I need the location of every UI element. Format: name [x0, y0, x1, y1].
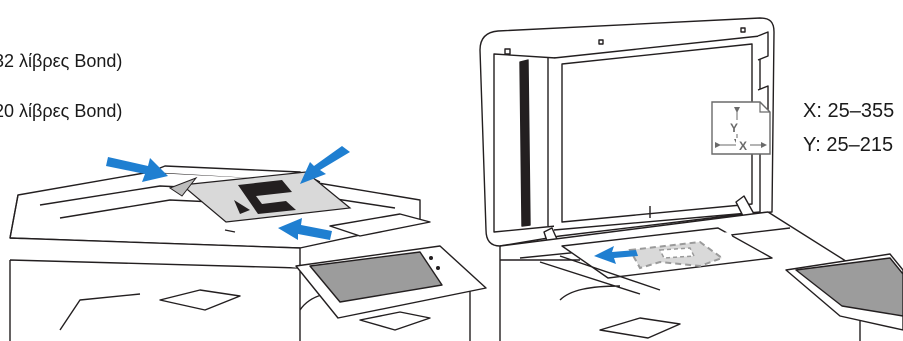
paper-size-icon: Y X: [711, 101, 771, 155]
document-on-glass: [606, 232, 742, 272]
paper-weight-label-1: 32 λίβρες Bond): [0, 51, 123, 71]
axis-x-label: X: [739, 139, 747, 153]
dimension-x-label: X: 25–355: [803, 100, 895, 122]
axis-y-label: Y: [730, 121, 738, 135]
scanner-lid: [479, 17, 775, 251]
original-document: [168, 171, 352, 223]
placement-direction-arrow: [594, 246, 638, 264]
feed-direction-arrow-right: [300, 146, 350, 184]
feed-direction-arrow-left: [106, 157, 168, 182]
feed-direction-arrow-bottom: [278, 218, 332, 240]
paper-weight-label-2: 20 λίβρες Bond): [0, 101, 123, 121]
dimension-y-label: Y: 25–215: [803, 134, 894, 156]
